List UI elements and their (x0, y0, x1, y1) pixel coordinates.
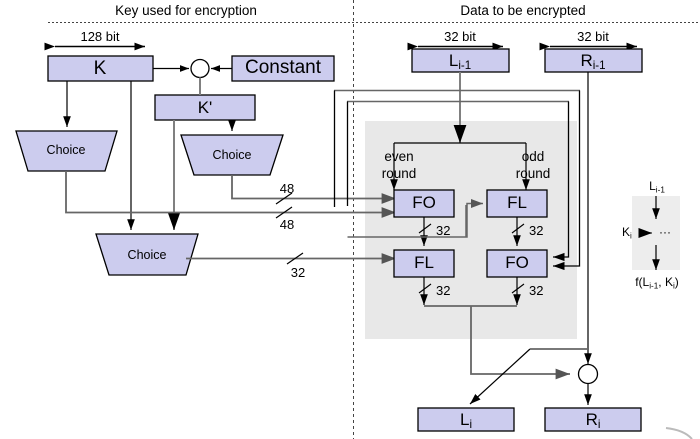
bus-slash-marks (275, 192, 304, 265)
k-prime-box-label: K' (197, 98, 213, 117)
data-right-width-label: 32 bit (577, 29, 609, 44)
choice-3-label: Choice (127, 248, 167, 262)
legend-function-label: f(Li-1, Ki) (635, 275, 679, 291)
input-left-label: Li-1 (448, 51, 472, 73)
wire-swap-diagonal (469, 348, 531, 405)
section-title-data: Data to be encrypted (460, 3, 586, 18)
constant-box (231, 55, 335, 82)
fl-bottom-label: FL (414, 253, 434, 272)
fo-top-label: FO (412, 193, 436, 212)
choice-1-label: Choice (46, 143, 86, 157)
k-box-label: K (93, 58, 107, 79)
legend-key-label: Ki (622, 225, 632, 241)
choice-box-3 (95, 233, 199, 276)
output-right-label: Ri (585, 410, 601, 432)
output-left-label: Li (459, 410, 473, 432)
data-left-width-label: 32 bit (444, 29, 476, 44)
even-round-label-line1: even (384, 149, 414, 164)
key-xor-gate (190, 58, 210, 79)
wire-label-32: 32 (290, 265, 306, 280)
k-prime-box (154, 94, 256, 121)
output-left-box (417, 407, 515, 432)
odd-round-label-line1: odd (521, 149, 545, 164)
wire-label-48-a: 48 (279, 181, 295, 196)
corner-arc-artifact (665, 427, 693, 439)
wire-merge-down (470, 306, 570, 380)
legend-input-label: Li-1 (649, 179, 665, 195)
choice-2-label: Choice (212, 148, 252, 162)
bits-label-fl-bottom: 32 (436, 283, 451, 298)
wire-top-route-2-right (553, 101, 570, 262)
wire-cross-to-fl-top (347, 199, 483, 238)
odd-round-label-line2: round (515, 166, 551, 181)
fo-bottom-label: FO (505, 253, 529, 272)
input-right-label: Ri-1 (580, 51, 606, 73)
fo-bottom-box (486, 249, 548, 278)
constant-box-label: Constant (244, 57, 322, 78)
key-width-label: 128 bit (80, 29, 120, 44)
even-round-label-line2: round (381, 166, 417, 181)
section-title-key: Key used for encryption (115, 3, 257, 18)
data-xor-gate (577, 363, 599, 385)
legend-ellipsis: ··· (659, 225, 671, 239)
choice-box-1 (15, 130, 118, 172)
bits-label-fo-top: 32 (436, 223, 451, 238)
wire-choice1-to-fo-top-b (65, 171, 396, 218)
internal-slash-marks (418, 223, 525, 294)
k-box (47, 55, 154, 82)
wire-choice2-to-fo-top-a (231, 175, 396, 204)
input-right-box (544, 48, 643, 73)
wire-label-48-b: 48 (279, 217, 295, 232)
fl-top-label: FL (507, 193, 527, 212)
bits-label-fo-bottom: 32 (529, 283, 544, 298)
wire-top-route-1-right (553, 90, 581, 271)
choice-box-2 (180, 134, 284, 176)
output-right-box (544, 407, 642, 432)
bits-label-fl-top: 32 (529, 223, 544, 238)
round-function-region (365, 121, 577, 339)
